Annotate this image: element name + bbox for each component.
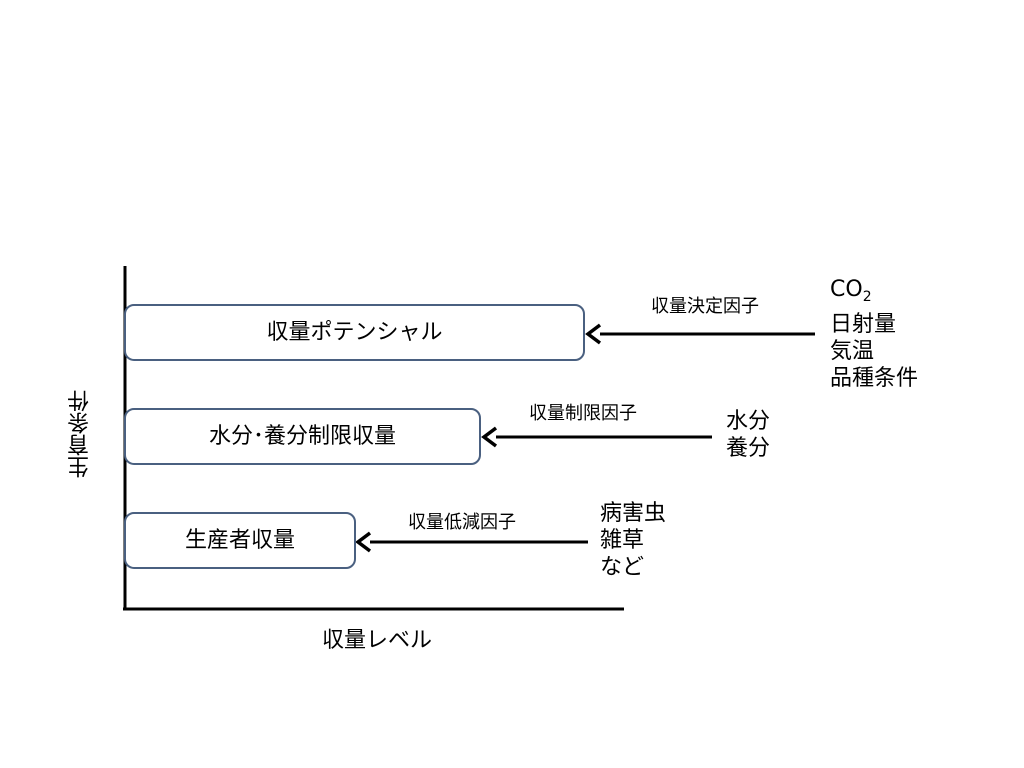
factor-solar-radiation: 日射量 bbox=[830, 312, 897, 337]
x-axis-label: 収量レベル bbox=[322, 628, 433, 653]
yield-limiting-factors-list: 水分 養分 bbox=[726, 408, 770, 462]
arrow-yield-reducing bbox=[355, 531, 588, 553]
factor-co2: CO2 bbox=[830, 277, 872, 305]
water-nutrient-limited-yield-label: 水分･養分制限収量 bbox=[208, 423, 396, 449]
y-axis-label: 生育条件 bbox=[68, 390, 93, 478]
factor-etc: など bbox=[600, 555, 645, 580]
yield-reducing-factor-label: 収量低減因子 bbox=[408, 512, 516, 533]
yield-reducing-factors-list: 病害虫 雑草 など bbox=[600, 500, 666, 581]
factor-pests-diseases: 病害虫 bbox=[600, 501, 667, 526]
arrow-yield-limiting bbox=[481, 426, 712, 448]
water-nutrient-limited-yield-box: 水分･養分制限収量 bbox=[124, 408, 481, 465]
actual-yield-label: 生産者収量 bbox=[184, 527, 295, 553]
factor-nutrients: 養分 bbox=[726, 436, 771, 461]
yield-limiting-factor-label: 収量制限因子 bbox=[529, 403, 637, 424]
yield-potential-label: 収量ポテンシャル bbox=[266, 319, 443, 345]
factor-cultivar: 品種条件 bbox=[830, 366, 919, 391]
factor-water: 水分 bbox=[726, 409, 771, 434]
arrow-yield-determining bbox=[585, 323, 815, 345]
yield-determining-factors-list: CO2 日射量 気温 品種条件 bbox=[830, 276, 918, 392]
actual-yield-box: 生産者収量 bbox=[124, 512, 356, 569]
factor-temperature: 気温 bbox=[830, 339, 875, 364]
yield-potential-box: 収量ポテンシャル bbox=[124, 304, 585, 361]
factor-weeds: 雑草 bbox=[600, 528, 645, 553]
yield-determining-factor-label: 収量決定因子 bbox=[651, 296, 759, 317]
